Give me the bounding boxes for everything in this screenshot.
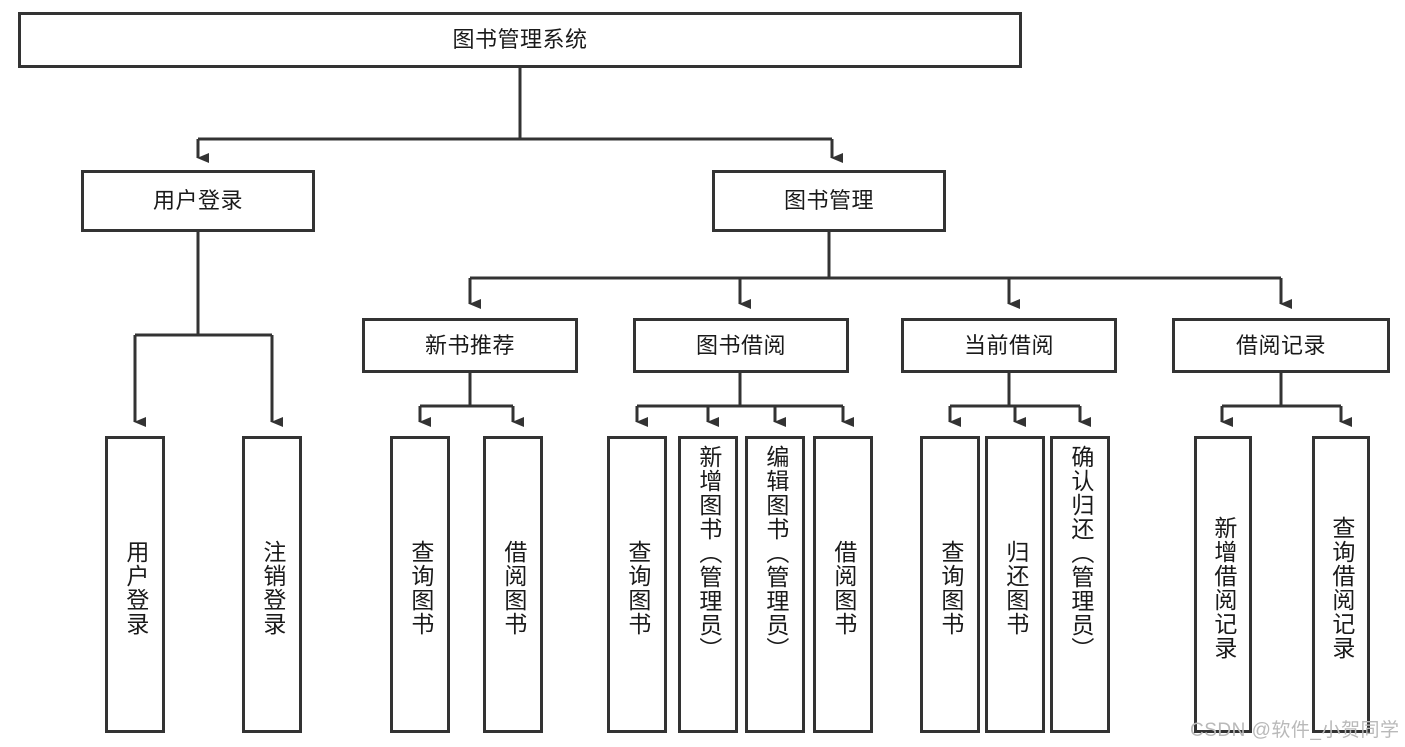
node-label-book-borrow: 图书借阅 xyxy=(695,332,786,358)
node-user-login[interactable]: 用户登录 xyxy=(81,170,315,232)
node-new-book-recommend[interactable]: 新书推荐 xyxy=(362,318,578,373)
leaf-label-book-borrow-add: 新增图书（管理员） xyxy=(695,445,722,661)
leaf-label-current-borrow-query: 查询图书 xyxy=(937,539,964,636)
leaf-label-new-book-borrow: 借阅图书 xyxy=(500,539,527,636)
leaf-label-current-borrow-confirm-return: 确认归还（管理员） xyxy=(1067,445,1094,661)
node-book-borrow[interactable]: 图书借阅 xyxy=(633,318,849,373)
node-borrow-records[interactable]: 借阅记录 xyxy=(1172,318,1390,373)
leaf-borrow-records-query[interactable]: 查询借阅记录 xyxy=(1312,436,1370,733)
leaf-book-borrow-edit[interactable]: 编辑图书（管理员） xyxy=(745,436,805,733)
leaf-user-login-login[interactable]: 用户登录 xyxy=(105,436,165,733)
leaf-label-current-borrow-return: 归还图书 xyxy=(1002,539,1029,636)
node-book-management-system[interactable]: 图书管理系统 xyxy=(18,12,1022,68)
leaf-current-borrow-return[interactable]: 归还图书 xyxy=(985,436,1045,733)
leaf-label-user-login-login: 用户登录 xyxy=(122,539,149,636)
node-book-management[interactable]: 图书管理 xyxy=(712,170,946,232)
leaf-label-book-borrow-query: 查询图书 xyxy=(624,539,651,636)
leaf-current-borrow-confirm-return[interactable]: 确认归还（管理员） xyxy=(1050,436,1110,733)
leaf-user-login-logout[interactable]: 注销登录 xyxy=(242,436,302,733)
leaf-book-borrow-borrow[interactable]: 借阅图书 xyxy=(813,436,873,733)
node-label-borrow-records: 借阅记录 xyxy=(1235,332,1326,358)
leaf-current-borrow-query[interactable]: 查询图书 xyxy=(920,436,980,733)
leaf-book-borrow-query[interactable]: 查询图书 xyxy=(607,436,667,733)
leaf-label-book-borrow-edit: 编辑图书（管理员） xyxy=(762,445,789,661)
node-label-current-borrow: 当前借阅 xyxy=(963,332,1054,358)
leaf-label-borrow-records-query: 查询借阅记录 xyxy=(1328,515,1355,660)
leaf-label-borrow-records-add: 新增借阅记录 xyxy=(1210,515,1237,660)
leaf-book-borrow-add[interactable]: 新增图书（管理员） xyxy=(678,436,738,733)
leaf-label-book-borrow-borrow: 借阅图书 xyxy=(830,539,857,636)
node-label-book-management: 图书管理 xyxy=(783,188,874,214)
node-label-root: 图书管理系统 xyxy=(452,27,588,53)
leaf-new-book-borrow[interactable]: 借阅图书 xyxy=(483,436,543,733)
leaf-label-new-book-query: 查询图书 xyxy=(407,539,434,636)
csdn-watermark: CSDN @软件_小贺同学 xyxy=(1190,720,1400,741)
leaf-label-user-login-logout: 注销登录 xyxy=(259,539,286,636)
node-current-borrow[interactable]: 当前借阅 xyxy=(901,318,1117,373)
node-label-new-book-recommend: 新书推荐 xyxy=(424,332,515,358)
leaf-borrow-records-add[interactable]: 新增借阅记录 xyxy=(1194,436,1252,733)
leaf-new-book-query[interactable]: 查询图书 xyxy=(390,436,450,733)
node-label-user-login: 用户登录 xyxy=(152,188,243,214)
